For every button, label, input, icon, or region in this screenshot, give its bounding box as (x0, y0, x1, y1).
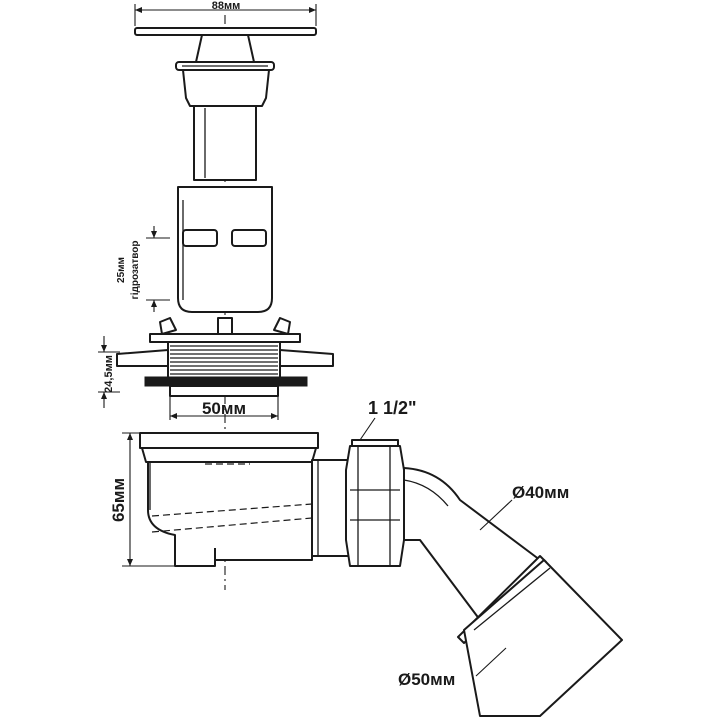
stem-tube (182, 69, 270, 181)
dim-65mm: 65мм (109, 432, 175, 567)
outlet-outer-diameter-label: Ø50мм (398, 670, 455, 689)
flange-thickness-label: 24,5мм (103, 355, 115, 393)
thread-size-label: 1 1/2" (368, 398, 417, 418)
thread-diameter-label: 50мм (202, 399, 246, 418)
flange-assembly (116, 317, 334, 397)
outlet-inner-diameter-label: Ø40мм (512, 483, 569, 502)
grate-cap (134, 27, 317, 71)
dim-50mm: 50мм (169, 396, 279, 420)
dim-88mm: 88мм (134, 0, 317, 26)
dim-24-5mm: 24,5мм (98, 336, 120, 408)
dim-1-1-2-inch: 1 1/2" (359, 398, 417, 441)
grate-width-label: 88мм (212, 0, 241, 12)
elbow-outlet-pipe (403, 467, 623, 717)
body-height-label: 65мм (109, 478, 128, 522)
dim-diameter-40mm: Ø40мм (479, 483, 569, 531)
dim-diameter-50mm: Ø50мм (398, 647, 507, 689)
water-seal-cup (177, 186, 273, 313)
seal-height-value-label: 25мм (116, 257, 127, 283)
dim-25mm-water-seal: 25мм гідрозатвор (116, 226, 170, 312)
gasket (144, 376, 308, 387)
seal-height-caption-label: гідрозатвор (130, 241, 141, 300)
trap-body (139, 432, 319, 567)
side-outlet (311, 439, 405, 567)
